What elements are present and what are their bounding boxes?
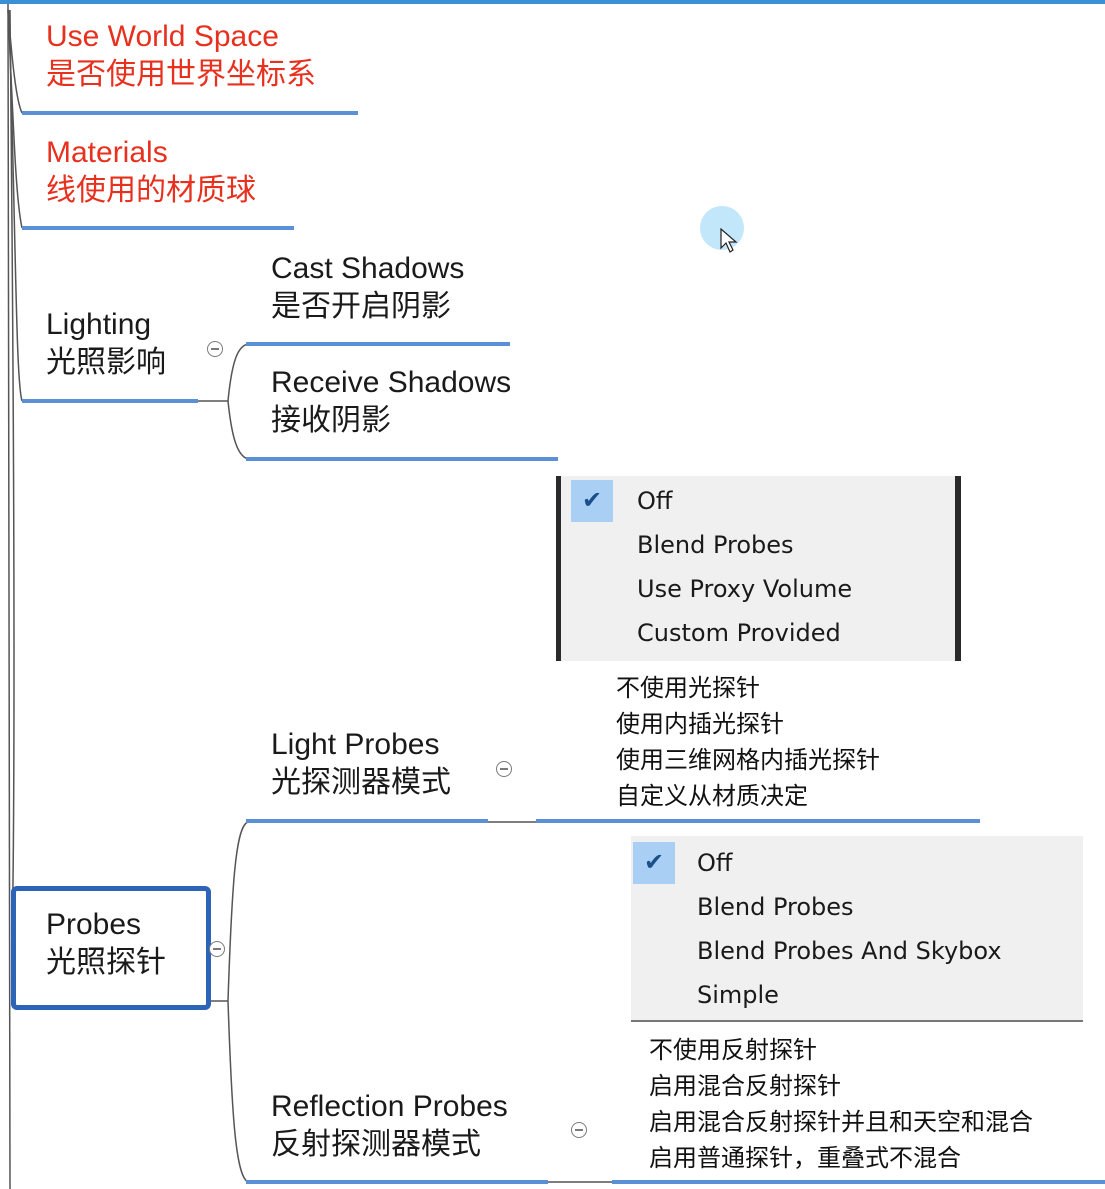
node-use-world-space[interactable]: Use World Space 是否使用世界坐标系 xyxy=(46,18,316,93)
light-probe-note: 使用三维网格内插光探针 xyxy=(616,747,880,774)
branch-light-probes xyxy=(227,821,249,1002)
node-reflection-probes[interactable]: Reflection Probes 反射探测器模式 xyxy=(271,1088,508,1163)
main-trunk-line xyxy=(7,3,11,1189)
top-border xyxy=(0,0,1105,4)
reflection-probe-note: 启用混合反射探针并且和天空和混合 xyxy=(649,1109,1033,1136)
light-probe-menu: ✔ Off Blend Probes Use Proxy Volume Cust… xyxy=(556,476,961,661)
node-materials-title: Materials xyxy=(46,136,168,169)
check-icon: ✔ xyxy=(571,480,613,522)
reflection-probes-collapse-icon[interactable] xyxy=(571,1122,587,1138)
check-icon: ✔ xyxy=(633,842,675,884)
node-use-world-space-title: Use World Space xyxy=(46,20,279,53)
mouse-pointer-icon xyxy=(720,228,738,253)
branch-cast-shadows xyxy=(227,343,249,402)
selection-outline xyxy=(11,886,211,1010)
light-probe-note: 自定义从材质决定 xyxy=(616,783,808,810)
node-lighting-title: Lighting xyxy=(46,308,152,341)
node-receive-shadows-title: Receive Shadows xyxy=(271,366,512,399)
light-probe-option-use-proxy-volume[interactable]: Use Proxy Volume xyxy=(637,575,853,603)
node-receive-shadows-underline xyxy=(246,457,558,461)
light-probe-option-off[interactable]: Off xyxy=(637,487,673,515)
node-probes-title: Probes xyxy=(46,908,142,941)
node-use-world-space-subtitle: 是否使用世界坐标系 xyxy=(46,57,316,91)
reflection-probe-option-off[interactable]: Off xyxy=(697,849,733,877)
node-light-probes-underline xyxy=(246,819,488,823)
reflection-probe-notes-underline xyxy=(612,1180,1105,1184)
light-probes-collapse-icon[interactable] xyxy=(496,761,512,777)
node-lighting[interactable]: Lighting 光照影响 xyxy=(46,306,166,381)
branch-receive-shadows xyxy=(227,400,249,460)
reflection-probe-option-simple[interactable]: Simple xyxy=(697,981,779,1009)
node-lighting-subtitle: 光照影响 xyxy=(46,345,166,379)
node-cast-shadows-underline xyxy=(246,342,510,346)
node-use-world-space-underline xyxy=(22,111,358,115)
reflection-probe-notes: 不使用反射探针 启用混合反射探针 启用混合反射探针并且和天空和混合 启用普通探针… xyxy=(649,1033,1033,1177)
reflection-probe-note: 启用普通探针，重叠式不混合 xyxy=(649,1145,961,1172)
reflection-probe-menu: ✔ Off Blend Probes Blend Probes And Skyb… xyxy=(631,836,1083,1022)
node-reflection-probes-title: Reflection Probes xyxy=(271,1090,508,1123)
node-materials[interactable]: Materials 线使用的材质球 xyxy=(46,134,256,209)
light-probe-notes: 不使用光探针 使用内插光探针 使用三维网格内插光探针 自定义从材质决定 xyxy=(616,671,880,815)
node-lighting-underline xyxy=(22,399,198,403)
node-cast-shadows-title: Cast Shadows xyxy=(271,252,465,285)
probes-collapse-icon[interactable] xyxy=(209,941,225,957)
node-reflection-probes-subtitle: 反射探测器模式 xyxy=(271,1127,481,1161)
reflection-probe-note: 启用混合反射探针 xyxy=(649,1073,841,1100)
node-probes-subtitle: 光照探针 xyxy=(46,945,166,979)
lighting-collapse-icon[interactable] xyxy=(207,341,223,357)
node-cast-shadows-subtitle: 是否开启阴影 xyxy=(271,289,451,323)
node-light-probes[interactable]: Light Probes 光探测器模式 xyxy=(271,726,451,801)
node-light-probes-subtitle: 光探测器模式 xyxy=(271,765,451,799)
node-reflection-probes-underline xyxy=(246,1180,548,1184)
node-cast-shadows[interactable]: Cast Shadows 是否开启阴影 xyxy=(271,250,464,325)
light-probe-note: 使用内插光探针 xyxy=(616,711,784,738)
node-probes[interactable]: Probes 光照探针 xyxy=(46,906,166,981)
reflection-probe-note: 不使用反射探针 xyxy=(649,1037,817,1064)
light-probe-notes-underline xyxy=(536,819,980,823)
node-receive-shadows[interactable]: Receive Shadows 接收阴影 xyxy=(271,364,511,439)
light-probe-option-blend-probes[interactable]: Blend Probes xyxy=(637,531,794,559)
branch-reflection-probes xyxy=(227,1000,249,1183)
reflection-probe-option-blend-probes[interactable]: Blend Probes xyxy=(697,893,854,921)
node-materials-subtitle: 线使用的材质球 xyxy=(46,173,256,207)
light-probe-note: 不使用光探针 xyxy=(616,675,760,702)
node-materials-underline xyxy=(22,226,294,230)
node-light-probes-title: Light Probes xyxy=(271,728,440,761)
node-receive-shadows-subtitle: 接收阴影 xyxy=(271,403,391,437)
reflection-probe-option-blend-probes-and-skybox[interactable]: Blend Probes And Skybox xyxy=(697,937,1002,965)
light-probe-option-custom-provided[interactable]: Custom Provided xyxy=(637,619,841,647)
